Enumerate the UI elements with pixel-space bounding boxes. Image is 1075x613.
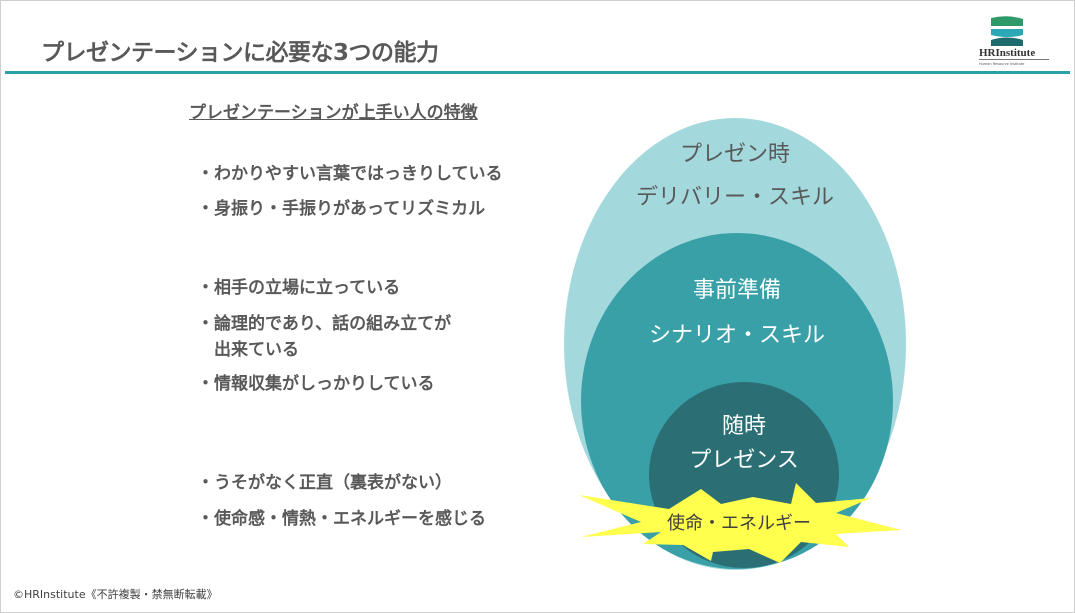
outer-label-line2: デリバリー・スキル bbox=[635, 185, 835, 210]
list-item: 出来ている bbox=[197, 340, 299, 360]
logo-name: HRInstitute bbox=[979, 47, 1049, 60]
list-item: ・論理的であり、話の組み立てが bbox=[197, 314, 452, 334]
subheading: プレゼンテーションが上手い人の特徴 bbox=[189, 103, 478, 123]
starburst-shape bbox=[579, 483, 901, 563]
list-item: ・身振り・手振りがあってリズミカル bbox=[197, 199, 486, 219]
list-item: ・うそがなく正直（裏表がない） bbox=[197, 473, 452, 493]
middle-label-line2: シナリオ・スキル bbox=[648, 323, 826, 348]
hrinstitute-logo: HRInstitute Human Resource Institute bbox=[979, 15, 1049, 67]
title-divider bbox=[5, 71, 1070, 74]
copyright-footer: ©HRInstitute《不許複製・禁無断転載》 bbox=[13, 588, 218, 601]
middle-label-line1: 事前準備 bbox=[692, 278, 782, 303]
list-item: ・相手の立場に立っている bbox=[197, 278, 401, 298]
slide-title: プレゼンテーションに必要な3つの能力 bbox=[41, 40, 439, 66]
list-item: ・使命感・情熱・エネルギーを感じる bbox=[197, 509, 486, 529]
inner-label-line2: プレゼンス bbox=[689, 448, 799, 473]
list-item: ・わかりやすい言葉ではっきりしている bbox=[197, 164, 503, 184]
logo-subtitle: Human Resource Institute bbox=[979, 62, 1025, 66]
list-item: ・情報収集がしっかりしている bbox=[197, 374, 435, 394]
logo-wave-icon bbox=[991, 16, 1023, 46]
burst-label: 使命・エネルギー bbox=[667, 513, 811, 534]
outer-label-line1: プレゼン時 bbox=[679, 142, 791, 167]
inner-label-line1: 随時 bbox=[721, 414, 767, 439]
